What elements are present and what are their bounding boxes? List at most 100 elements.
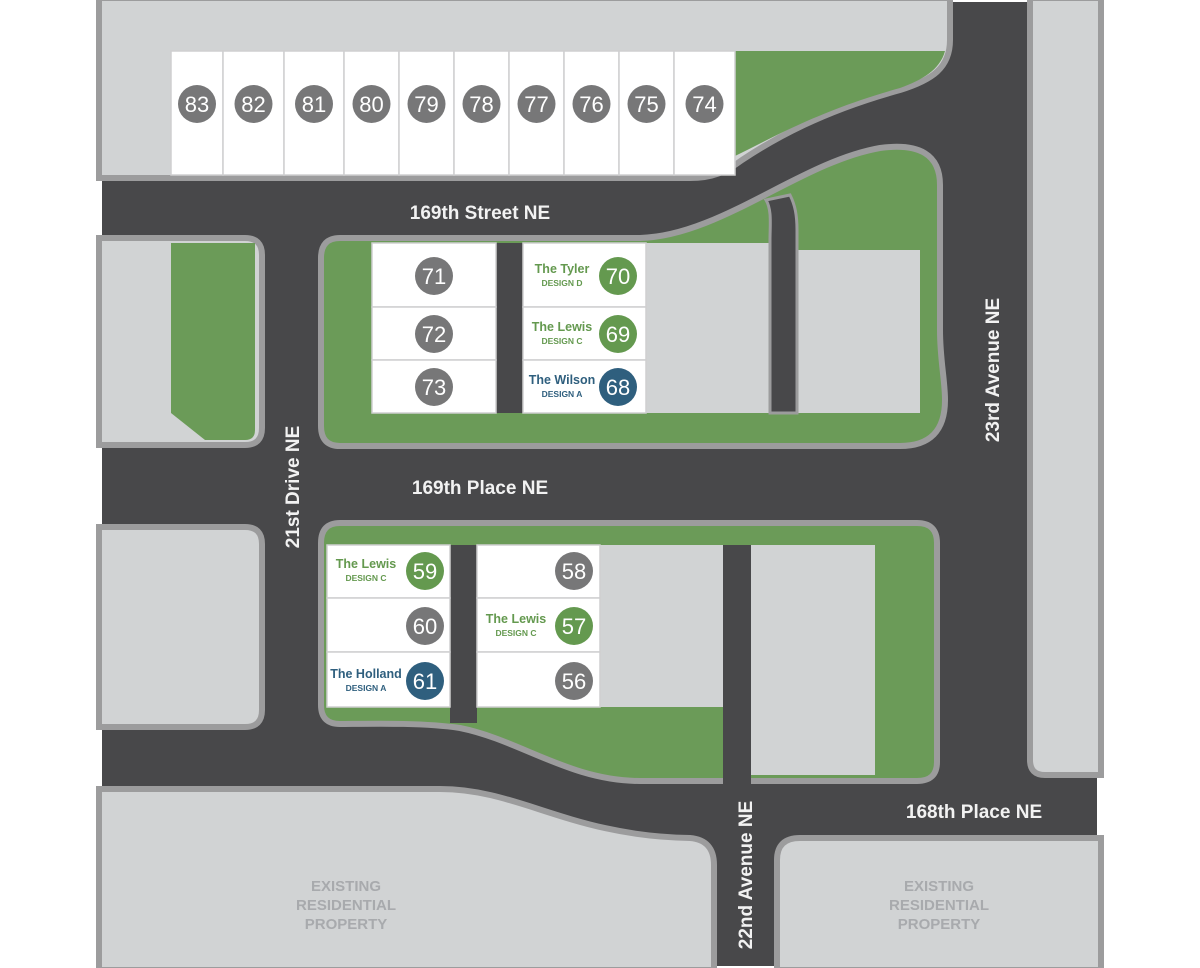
existing-property-left-line3: PROPERTY	[305, 916, 388, 933]
existing-property-left-line1: EXISTING	[311, 878, 381, 895]
lot-number-badge[interactable]	[415, 368, 453, 406]
existing-property-right-line3: PROPERTY	[898, 916, 981, 933]
lot-number: 60	[413, 614, 437, 639]
lot-number-badge[interactable]	[462, 85, 501, 123]
lot-number-badge[interactable]	[555, 552, 593, 590]
lot-78[interactable]: 78	[453, 50, 510, 176]
lot-56[interactable]: 56	[476, 651, 601, 708]
home-model-name: The Lewis	[336, 557, 396, 571]
lot-number: 57	[562, 614, 586, 639]
lot-71[interactable]: 71	[371, 242, 497, 308]
lot-number: 61	[413, 669, 437, 694]
home-design-label: DESIGN A	[542, 389, 583, 399]
lot-number-badge[interactable]	[415, 315, 453, 353]
existing-property-left	[96, 786, 717, 968]
lot-number-badge[interactable]	[599, 257, 637, 295]
existing-property-right	[774, 835, 1104, 968]
lot-number: 72	[422, 322, 446, 347]
lot-number-badge[interactable]	[406, 607, 444, 645]
street-label-169th-place: 169th Place NE	[412, 478, 548, 499]
lot-number-badge[interactable]	[599, 368, 637, 406]
lot-number: 81	[302, 92, 326, 117]
street-label-168th-place: 168th Place NE	[906, 802, 1042, 823]
parcel-gray	[646, 243, 770, 413]
lot-77[interactable]: 77	[508, 50, 565, 176]
existing-property-right-line1: EXISTING	[904, 878, 974, 895]
home-design-label: DESIGN C	[345, 573, 386, 583]
lot-number-badge[interactable]	[415, 257, 453, 295]
existing-property-right-line2: RESIDENTIAL	[889, 897, 989, 914]
street-label-21st-drive: 21st Drive NE	[283, 426, 304, 549]
lot-number-badge[interactable]	[406, 552, 444, 590]
open-space-top-right	[735, 51, 945, 156]
street-label-169th-street: 169th Street NE	[410, 203, 550, 224]
lot-number: 78	[469, 92, 493, 117]
lot-58[interactable]: 58	[476, 544, 601, 599]
lot-number: 83	[185, 92, 209, 117]
home-design-label: DESIGN C	[541, 336, 582, 346]
home-model-name: The Holland	[330, 667, 402, 681]
lot-73[interactable]: 73	[371, 359, 497, 414]
parcel-gray	[797, 250, 920, 413]
lot-number-badge[interactable]	[627, 85, 666, 123]
lot-79[interactable]: 79	[398, 50, 455, 176]
lot-76[interactable]: 76	[563, 50, 620, 176]
lot-number-badge[interactable]	[572, 85, 611, 123]
home-model-name: The Wilson	[529, 373, 596, 387]
road-stub	[450, 545, 477, 723]
lot-number-badge[interactable]	[407, 85, 446, 123]
lot-number: 77	[524, 92, 548, 117]
road-stub	[723, 545, 751, 785]
lot-number: 58	[562, 559, 586, 584]
lot-number: 82	[241, 92, 265, 117]
home-model-name: The Tyler	[535, 262, 590, 276]
lot-74[interactable]: 74	[673, 50, 736, 176]
lot-number-badge[interactable]	[599, 315, 637, 353]
lot-number-badge[interactable]	[234, 85, 273, 123]
lot-number: 59	[413, 559, 437, 584]
road-stub	[496, 243, 523, 413]
home-design-label: DESIGN C	[495, 628, 536, 638]
lot-number: 68	[606, 375, 630, 400]
parcel-gray	[600, 545, 723, 707]
home-model-name: The Lewis	[532, 320, 592, 334]
open-space-left	[171, 243, 255, 440]
lot-number-badge[interactable]	[178, 85, 216, 123]
lot-number: 69	[606, 322, 630, 347]
parcel-gray	[751, 545, 875, 775]
lot-number: 73	[422, 375, 446, 400]
lot-number-badge[interactable]	[352, 85, 391, 123]
home-model-name: The Lewis	[486, 612, 546, 626]
lot-82[interactable]: 82	[222, 50, 285, 176]
road-stub	[763, 193, 799, 415]
lot-75[interactable]: 75	[618, 50, 675, 176]
existing-property-left-line2: RESIDENTIAL	[296, 897, 396, 914]
home-design-label: DESIGN D	[541, 278, 582, 288]
lot-number-badge[interactable]	[517, 85, 556, 123]
lot-number-badge[interactable]	[555, 607, 593, 645]
lot-83[interactable]: 83	[170, 50, 224, 176]
lot-number: 79	[414, 92, 438, 117]
lot-number-badge[interactable]	[685, 85, 724, 123]
lot-number-badge[interactable]	[406, 662, 444, 700]
lot-number: 80	[359, 92, 383, 117]
lot-60[interactable]: 60	[326, 597, 451, 653]
lot-number-badge[interactable]	[555, 662, 593, 700]
lot-number: 70	[606, 264, 630, 289]
lots-layer: 83 82 81 80 79 78 77 76 75 74 71 72 73 70 The TylerDES…	[170, 50, 736, 708]
lot-number-badge[interactable]	[295, 85, 333, 123]
lot-number: 74	[692, 92, 716, 117]
lot-80[interactable]: 80	[343, 50, 400, 176]
lot-number: 71	[422, 264, 446, 289]
home-design-label: DESIGN A	[346, 683, 387, 693]
lot-number: 76	[579, 92, 603, 117]
lot-81[interactable]: 81	[283, 50, 345, 176]
lot-72[interactable]: 72	[371, 306, 497, 361]
